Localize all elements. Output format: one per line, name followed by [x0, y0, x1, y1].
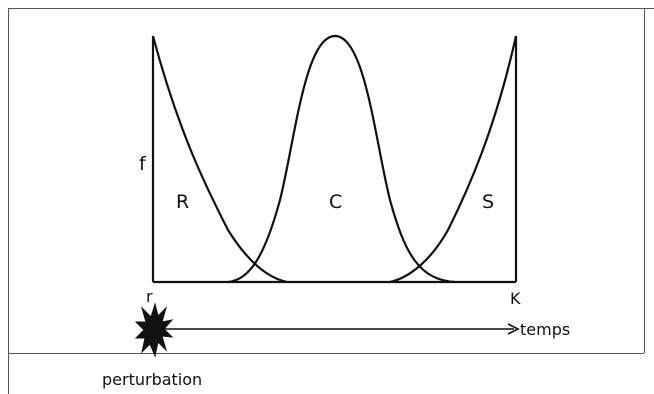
arrowhead-icon: [507, 323, 520, 335]
curve-c-label: C: [329, 191, 342, 213]
starburst-icon: [134, 302, 174, 358]
time-arrow-label: temps: [520, 320, 570, 339]
axis-end-label: K: [510, 289, 521, 308]
curve-r-label: R: [176, 191, 189, 213]
frame-right-border: [644, 8, 645, 353]
curve-s: [389, 35, 518, 284]
curve-r: [151, 35, 288, 284]
frame-bottom-border: [8, 353, 644, 354]
y-axis-label: f: [139, 153, 147, 175]
axis-start-label: r: [146, 287, 153, 306]
curve-s-label: S: [482, 191, 494, 213]
disturbance-label: perturbation: [102, 370, 202, 389]
frame-top-border: [8, 8, 654, 9]
curve-c: [227, 34, 456, 284]
frame-left-border: [8, 8, 9, 394]
